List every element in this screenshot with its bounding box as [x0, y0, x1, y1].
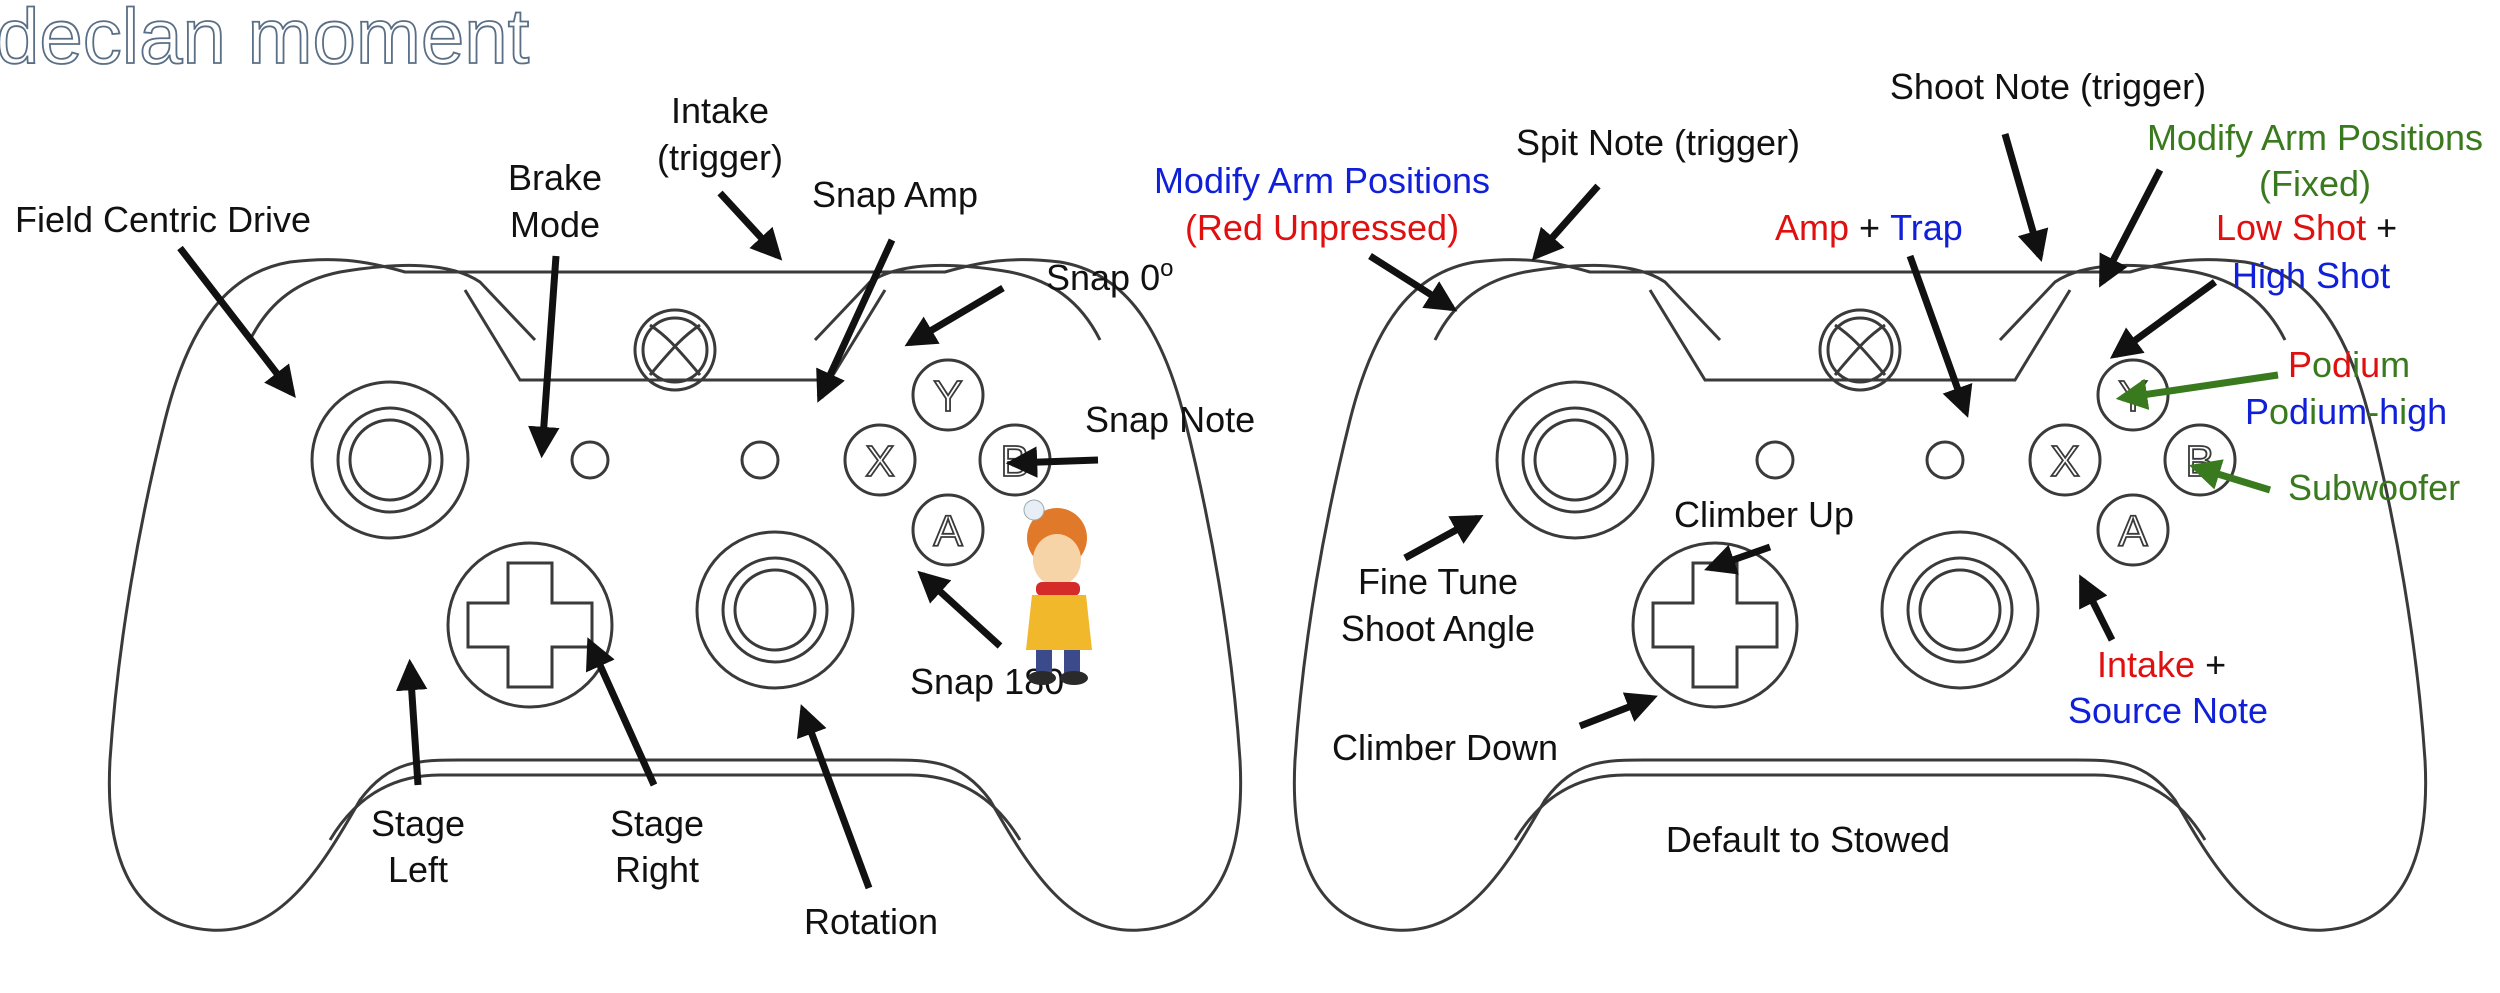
label-podium-high-char: h	[2427, 391, 2447, 432]
label-podium-high-char: h	[2379, 391, 2399, 432]
watermark-text: declan moment	[0, 0, 530, 80]
label-fine-tune-line1: Fine Tune	[1358, 561, 1518, 602]
label-podium-char: m	[2380, 344, 2410, 385]
left-controller: Y X B A Field Centric Drive Brake Mode I…	[15, 90, 1255, 942]
label-podium-high-char: d	[2289, 391, 2309, 432]
right-b-button: B	[2185, 437, 2214, 486]
label-snap-0-text: Snap 0	[1046, 257, 1160, 298]
arrow-subwoofer	[2188, 459, 2272, 494]
label-podium-high-char: i	[2309, 391, 2317, 432]
label-climber-up: Climber Up	[1674, 494, 1854, 535]
label-rotation: Rotation	[804, 901, 938, 942]
label-stage-right-line2: Right	[615, 849, 699, 890]
arrow-climber-up	[1704, 543, 1772, 575]
label-amp-plus: +	[1859, 207, 1880, 248]
left-a-button: A	[933, 507, 963, 556]
arrow-intake-trigger	[717, 190, 783, 261]
label-podium-high-char: -	[2367, 391, 2379, 432]
label-low-shot-line: Low Shot+	[2216, 207, 2397, 248]
arrow-modify-arm-fixed	[2098, 168, 2164, 288]
label-podium: Podium	[2288, 344, 2410, 385]
label-podium-high: Podium-high	[2245, 391, 2447, 432]
arrow-snap-note	[1005, 446, 1099, 478]
arrow-intake-source	[2078, 574, 2116, 642]
arrow-rotation	[796, 704, 873, 890]
arrow-stage-left	[395, 658, 428, 786]
label-default-stowed: Default to Stowed	[1666, 819, 1950, 860]
arrow-snap-0	[904, 284, 1005, 347]
arrow-climber-down	[1578, 692, 1658, 730]
arrow-low-high-shot	[2109, 279, 2218, 359]
arrow-amp-trap	[1906, 254, 1973, 418]
arrow-snap-amp	[816, 238, 896, 403]
arrow-modify-arm-red	[1368, 253, 1458, 312]
right-green-arrows	[2115, 371, 2279, 494]
label-modify-arm-fixed-line2: (Fixed)	[2259, 163, 2371, 204]
label-podium-char: i	[2352, 344, 2360, 385]
label-snap-0-degree: o	[1160, 255, 1173, 282]
left-x-button: X	[865, 437, 894, 486]
arrow-fine-tune	[1403, 514, 1484, 562]
arrow-spit-note	[1531, 183, 1601, 261]
label-podium-high-char: o	[2269, 391, 2289, 432]
label-subwoofer: Subwoofer	[2288, 467, 2460, 508]
label-snap-note: Snap Note	[1085, 399, 1255, 440]
label-high-shot: High Shot	[2232, 255, 2390, 296]
label-modify-arm-red-line2: (Red Unpressed)	[1185, 207, 1459, 248]
label-intake-right: Intake	[2097, 644, 2195, 685]
label-intake-line1: Intake	[671, 90, 769, 131]
label-field-centric-drive: Field Centric Drive	[15, 199, 311, 240]
arrow-stage-right	[585, 637, 658, 787]
right-a-button: A	[2118, 507, 2148, 556]
label-modify-arm-fixed-line1: Modify Arm Positions	[2147, 117, 2483, 158]
label-stage-right-line1: Stage	[610, 803, 704, 844]
arrow-shoot-note	[2001, 133, 2049, 263]
label-podium-high-char: m	[2337, 391, 2367, 432]
label-spit-note: Spit Note (trigger)	[1516, 122, 1800, 163]
label-snap-amp: Snap Amp	[812, 174, 978, 215]
arrow-field-centric-drive	[177, 245, 296, 398]
label-podium-high-char: g	[2407, 391, 2427, 432]
label-low-shot: Low Shot	[2216, 207, 2366, 248]
label-trap: Trap	[1890, 207, 1963, 248]
label-intake-line2: (trigger)	[657, 137, 783, 178]
arrow-podium	[2115, 371, 2279, 410]
label-podium-char: o	[2312, 344, 2332, 385]
label-podium-char: d	[2332, 344, 2352, 385]
label-fine-tune-line2: Shoot Angle	[1341, 608, 1535, 649]
label-modify-arm-red-line1: Modify Arm Positions	[1154, 160, 1490, 201]
label-snap-0: Snap 0o	[1046, 255, 1173, 298]
label-intake-source-line1: Intake+	[2097, 644, 2226, 685]
arrow-snap-180	[917, 570, 1003, 649]
label-shoot-note: Shoot Note (trigger)	[1890, 66, 2206, 107]
label-podium-high-char: P	[2245, 391, 2269, 432]
label-podium-char: P	[2288, 344, 2312, 385]
right-controller: Y X B A Modify Arm Positions (Red Unpres…	[1154, 66, 2483, 932]
right-arrows	[1368, 133, 2218, 730]
label-stage-left-line2: Left	[388, 849, 448, 890]
cartoon-character-sticker	[1023, 499, 1092, 685]
label-low-shot-plus: +	[2376, 207, 2397, 248]
left-y-button: Y	[933, 372, 962, 421]
label-brake-mode-line1: Brake	[508, 157, 602, 198]
label-amp-trap: Amp+Trap	[1775, 207, 1963, 248]
label-intake-plus: +	[2205, 644, 2226, 685]
label-climber-down: Climber Down	[1332, 727, 1558, 768]
left-arrows	[177, 190, 1099, 890]
label-podium-char: u	[2360, 344, 2380, 385]
label-source-note: Source Note	[2068, 690, 2268, 731]
right-x-button: X	[2050, 437, 2079, 486]
label-stage-left-line1: Stage	[371, 803, 465, 844]
label-brake-mode-line2: Mode	[510, 204, 600, 245]
label-podium-high-char: i	[2399, 391, 2407, 432]
arrow-brake-mode	[528, 255, 560, 459]
label-podium-high-char: u	[2317, 391, 2337, 432]
label-amp: Amp	[1775, 207, 1849, 248]
